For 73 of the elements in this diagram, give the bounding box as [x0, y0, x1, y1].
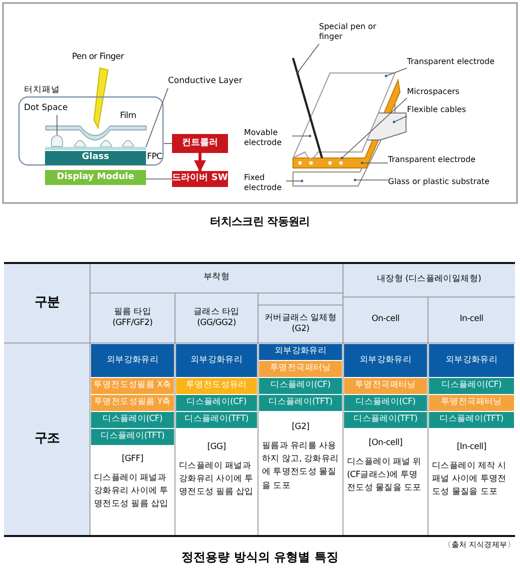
leader-line — [286, 180, 302, 182]
driver-box: 드라이버 SW — [172, 171, 228, 187]
layer-band: 투명전극패터닝 — [259, 361, 342, 377]
row-header: 구분 — [33, 294, 61, 312]
connector-line — [146, 88, 168, 148]
layer-band: 디스플레이(TFT) — [176, 412, 257, 428]
connector-line — [164, 143, 172, 144]
layer-band: 디스플레이(TFT) — [344, 412, 427, 428]
column-header: 필름 타입 (GFF/GF2) — [111, 306, 154, 330]
layer-band: 디스플레이(CF) — [91, 412, 174, 428]
leader-line — [298, 44, 320, 72]
layer-band: 외부강화유리 — [259, 344, 342, 360]
conductive-layer — [45, 147, 146, 150]
part-label: Dot Space — [24, 103, 76, 115]
controller-box: 컨트롤러 — [172, 134, 228, 153]
layer-band: 투명전도성필름 X축 — [91, 378, 174, 394]
type-code: [GG] — [206, 441, 227, 454]
layer-band: 투명전도성유리 — [176, 378, 257, 394]
layer-band: 디스플레이(CF) — [259, 378, 342, 394]
layer-band: 디스플레이(CF) — [429, 378, 514, 394]
description-text: 디스플레이 패널과 강화유리 사이에 투명전도성 필름 삽입 — [179, 460, 254, 500]
layer-band: 투명전도성필름 Y축 — [91, 395, 174, 411]
layer-band: 디스플레이(TFT) — [259, 395, 342, 411]
part-label: FPC — [147, 152, 164, 164]
layer-band: 디스플레이(CF) — [344, 395, 427, 411]
type-code: [GFF] — [120, 453, 144, 466]
connector-line — [56, 114, 58, 136]
part-label: Special pen or finger — [319, 20, 399, 44]
column-header: In-cell — [458, 313, 484, 326]
type-code: [On-cell] — [368, 437, 404, 450]
description-text: 디스플레이 패널 위(CF글래스)에 투명전도성 물질을 도포 — [347, 456, 422, 496]
arrow — [194, 153, 206, 172]
glass-layer: Glass — [45, 151, 146, 165]
column-header: 커버글래스 일체형 (G2) — [263, 312, 338, 336]
display-module-bar: Display Module — [45, 170, 146, 185]
layer-band: 디스플레이(TFT) — [429, 412, 514, 428]
layer-band: 외부강화유리 — [429, 344, 514, 377]
layer-band: 디스플레이(TFT) — [91, 429, 174, 445]
part-label: Microspacers — [407, 86, 487, 98]
part-label: Film — [120, 111, 138, 123]
description-text: 디스플레이 패널과 강화유리 사이에 투명전도성 필름 삽입 — [94, 472, 170, 512]
layer-band: 투명전극패터닝 — [429, 395, 514, 411]
leader-line — [362, 162, 388, 164]
part-label: Movable electrode — [244, 126, 292, 150]
part-label: Transparent electrode — [407, 56, 517, 68]
layer-band: 외부강화유리 — [344, 344, 427, 377]
part-label: Fixed electrode — [244, 171, 286, 195]
part-label: Flexible cables — [407, 104, 487, 116]
column-header: On-cell — [370, 313, 400, 326]
description-text: 디스플레이 제작 시 패널 사이에 투명전도성 물질을 도포 — [432, 460, 508, 500]
leader-line — [386, 68, 408, 76]
part-label: Conductive Layer — [168, 76, 248, 88]
leader-line — [342, 98, 408, 158]
panel-title: 터치패널 — [24, 84, 60, 96]
column-header: 부착형 — [202, 271, 231, 284]
spacer-dot — [51, 135, 63, 147]
figure-caption: 정전용량 방식의 유형별 특징 — [180, 549, 340, 565]
description-text: 필름과 유리를 사용하지 않고, 강화유리에 투명전도성 물질을 도포 — [262, 440, 340, 493]
layer-band: 외부강화유리 — [91, 344, 174, 377]
layer-band: 디스플레이(CF) — [176, 395, 257, 411]
part-label: Pen or Finger — [72, 52, 126, 64]
row-header: 구조 — [33, 430, 61, 448]
type-code: [In-cell] — [456, 441, 488, 454]
type-code: [G2] — [290, 421, 310, 434]
connector-line — [146, 178, 172, 180]
figure-caption: 터치스크린 작동원리 — [209, 214, 311, 230]
part-label: Glass or plastic substrate — [388, 176, 516, 188]
column-header: 내장형 (디스플레이일체형) — [376, 273, 482, 286]
layer-band: 투명전극패터닝 — [344, 378, 427, 394]
part-label: Transparent electrode — [388, 154, 498, 166]
column-header: 글래스 타입 (GG/GG2) — [192, 306, 240, 330]
leader-line — [394, 116, 408, 122]
layer-band: 외부강화유리 — [176, 344, 257, 377]
